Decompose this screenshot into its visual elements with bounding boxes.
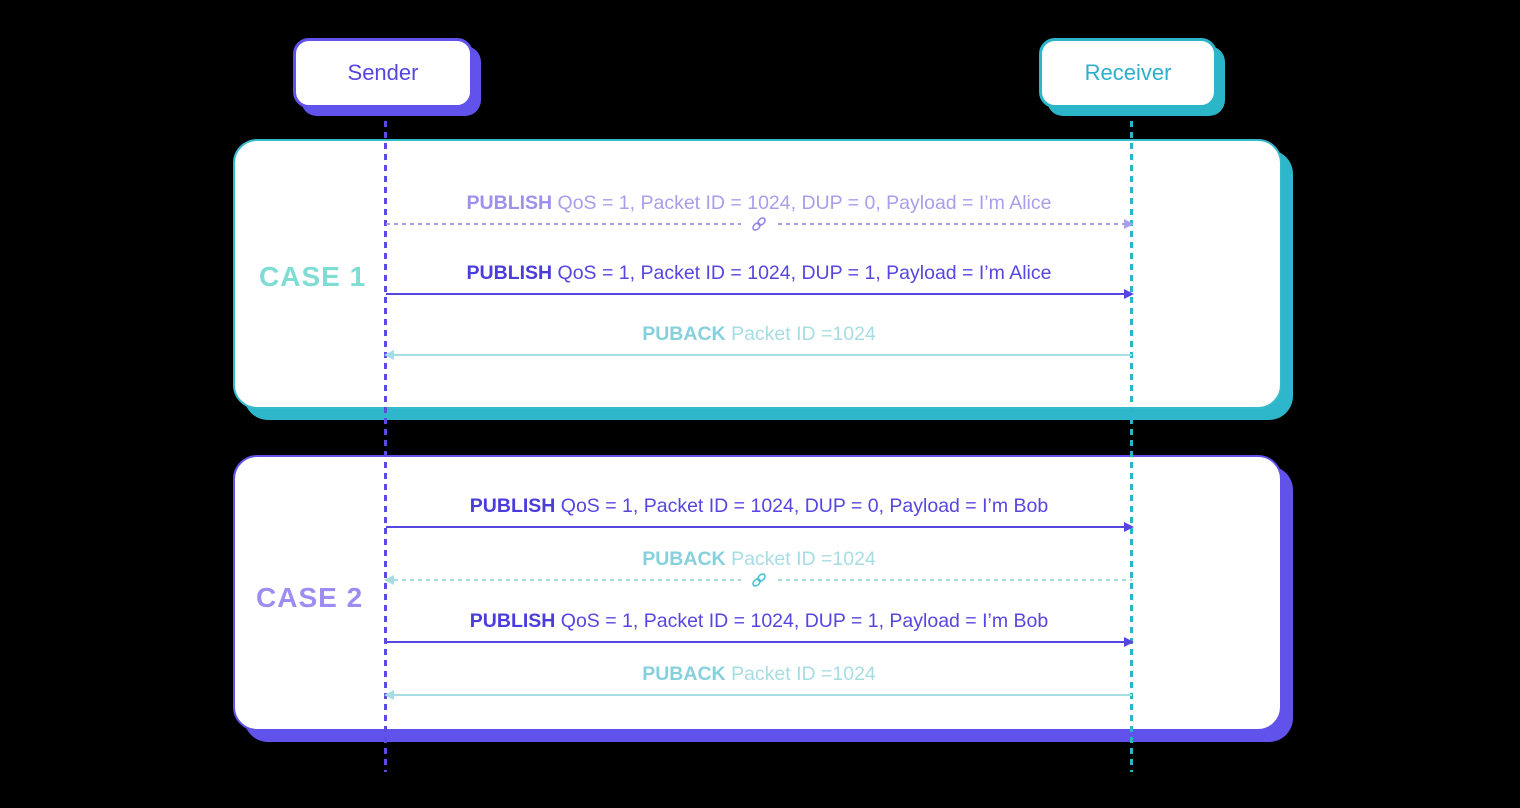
message-text: PUBACK Packet ID =1024: [642, 548, 876, 570]
broken-link-icon: [741, 214, 777, 234]
broken-link-icon: [741, 570, 777, 590]
case2-frame: [233, 455, 1282, 731]
message-text: PUBLISH QoS = 1, Packet ID = 1024, DUP =…: [466, 262, 1052, 284]
case2-label: CASE 2: [256, 582, 364, 613]
sender-label: Sender: [347, 60, 419, 85]
receiver-lifeline: [1130, 110, 1133, 772]
message-arrow: [384, 570, 1132, 590]
message-text: PUBLISH QoS = 1, Packet ID = 1024, DUP =…: [469, 610, 1049, 632]
message-arrow: [386, 522, 1134, 532]
message-text: PUBACK Packet ID =1024: [642, 663, 876, 685]
receiver-label: Receiver: [1084, 60, 1172, 85]
message-arrow: [386, 637, 1134, 647]
case1-frame: [233, 139, 1282, 409]
message-arrow: [384, 690, 1132, 700]
sender-actor-box: Sender: [293, 38, 473, 108]
message-text: PUBLISH QoS = 1, Packet ID = 1024, DUP =…: [466, 192, 1052, 214]
message-text: PUBACK Packet ID =1024: [642, 323, 876, 345]
case1-label: CASE 1: [259, 261, 367, 292]
receiver-actor-box: Receiver: [1039, 38, 1217, 108]
message-text: PUBLISH QoS = 1, Packet ID = 1024, DUP =…: [469, 495, 1049, 517]
message-arrow: [384, 350, 1132, 360]
message-arrow: [386, 214, 1134, 234]
message-arrow: [386, 289, 1134, 299]
sender-lifeline: [384, 110, 387, 772]
